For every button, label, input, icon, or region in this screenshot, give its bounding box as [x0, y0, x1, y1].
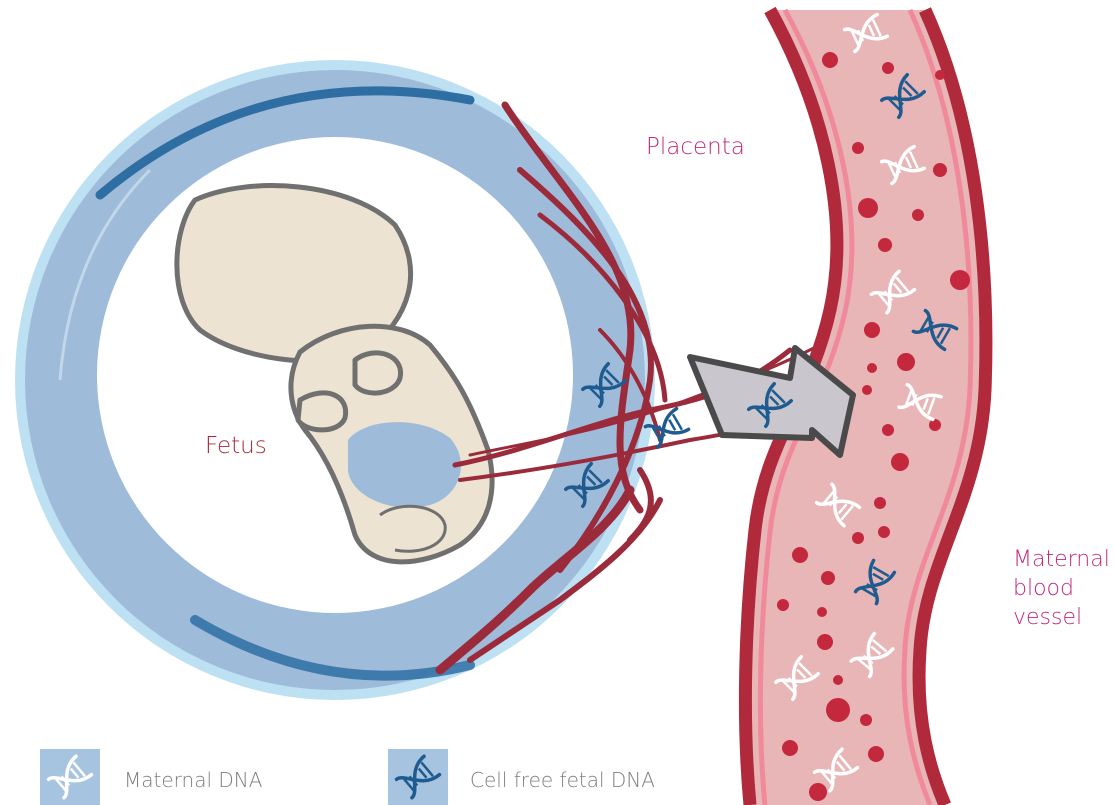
vessel-label-line-1: Maternal — [1013, 545, 1110, 574]
vessel-label-line-3: vessel — [1013, 603, 1110, 632]
legend-maternal-dna-label: Maternal DNA — [124, 768, 262, 792]
placenta-label: Placenta — [646, 134, 745, 160]
legend-fetal-dna-icon — [388, 749, 448, 805]
vessel-label-line-2: blood — [1013, 574, 1110, 603]
maternal-blood-vessel-label: Maternal blood vessel — [1013, 545, 1110, 632]
legend-fetal-dna-label: Cell free fetal DNA — [470, 768, 655, 792]
legend-maternal-dna-icon — [40, 749, 100, 805]
fetus-label: Fetus — [205, 433, 267, 459]
